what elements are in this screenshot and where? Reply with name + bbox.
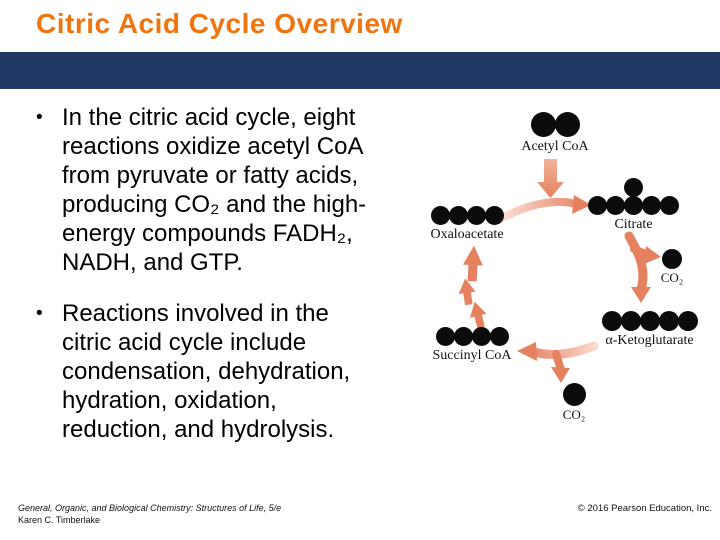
accent-bar [0,52,720,89]
node-label: CO₂ [660,270,684,285]
bullet-line: reactions oxidize acetyl CoA [62,133,364,160]
node-label: CO₂ [562,407,586,422]
carbon-dot [620,311,641,331]
carbon-dot [562,383,586,406]
carbon-dot [430,206,450,225]
page-title: Citric Acid Cycle Overview [36,8,403,39]
arrow-ketoglutarate-to-succinyl [517,341,599,383]
bullet-line: producing CO₂ and the high- [62,191,367,218]
carbon-dot [642,196,661,215]
footer-citation: General, Organic, and Biological Chemist… [18,502,281,526]
bullet-line: from pyruvate or fatty acids, [62,162,359,189]
carbon-dot [448,206,468,225]
bullet-line: citric acid cycle include [62,329,307,356]
carbon-dots [642,249,702,269]
carbon-dots [573,196,694,215]
bullet-line: reduction, and hydrolysis. [62,416,335,443]
carbon-dot [639,311,660,331]
carbon-dots [544,383,604,406]
node-succinyl-coa: Succinyl CoA [412,327,532,364]
node-label: Citrate [614,217,653,232]
carbon-dot [660,196,679,215]
carbon-dot [466,206,486,225]
bullet-marker: • [36,107,43,128]
carbon-dot [658,311,679,331]
carbon-dots [501,112,609,137]
node-oxaloacetate: Oxaloacetate [407,206,527,243]
node-label: Succinyl CoA [432,348,512,363]
bullet-item: • In the citric acid cycle, eight reacti… [36,103,436,277]
carbon-dot [554,112,580,137]
carbon-dot [601,311,622,331]
bullet-line: NADH, and GTP. [62,249,243,276]
carbon-dots [412,327,532,346]
footer-author: Karen C. Timberlake [18,515,101,525]
arrow-oxaloacetate-to-citrate [496,195,591,223]
carbon-dots [589,311,710,331]
node-co2-bottom: CO₂ [544,383,604,423]
bullet-line: condensation, dehydration, [62,358,351,385]
bullet-line: Reactions involved in the [62,300,329,327]
bullet-line: energy compounds FADH₂, [62,220,353,247]
arrows-succinyl-to-oxaloacetate [456,245,490,330]
bullet-line: hydration, oxidation, [62,387,277,414]
node-alpha-ketoglutarate: α-Ketoglutarate [589,311,710,349]
bullet-text: Reactions involved in the citric acid cy… [62,299,436,444]
bullet-marker: • [36,303,43,324]
carbon-dot [662,249,682,269]
node-label: Oxaloacetate [430,227,504,242]
carbon-dot [453,327,473,346]
carbon-dot [530,112,556,137]
bullet-item: • Reactions involved in the citric acid … [36,299,436,444]
carbon-dot [435,327,455,346]
arrow-citrate-to-ketoglutarate [624,231,661,303]
carbon-dot [489,327,509,346]
footer-copyright: © 2016 Pearson Education, Inc. [577,503,712,514]
arrow-acetyl-down [537,159,564,198]
node-label: Acetyl CoA [521,139,589,154]
bullet-list: • In the citric acid cycle, eight reacti… [36,103,436,444]
carbon-dot [624,196,643,215]
node-label: α-Ketoglutarate [605,333,694,348]
carbon-dot [677,311,698,331]
bullet-text: In the citric acid cycle, eight reaction… [62,103,436,277]
carbon-dot [471,327,491,346]
node-citrate: Citrate [573,178,694,233]
node-co2-right: CO₂ [642,249,702,286]
carbon-dot [588,196,607,215]
node-acetyl-coa: Acetyl CoA [501,112,609,155]
carbon-dot [484,206,504,225]
footer-book-title: General, Organic, and Biological Chemist… [18,503,282,513]
carbon-dot [624,178,643,197]
bullet-line: In the citric acid cycle, eight [62,104,356,131]
carbon-dot [606,196,625,215]
carbon-dots [573,178,694,197]
carbon-dots [407,206,527,225]
